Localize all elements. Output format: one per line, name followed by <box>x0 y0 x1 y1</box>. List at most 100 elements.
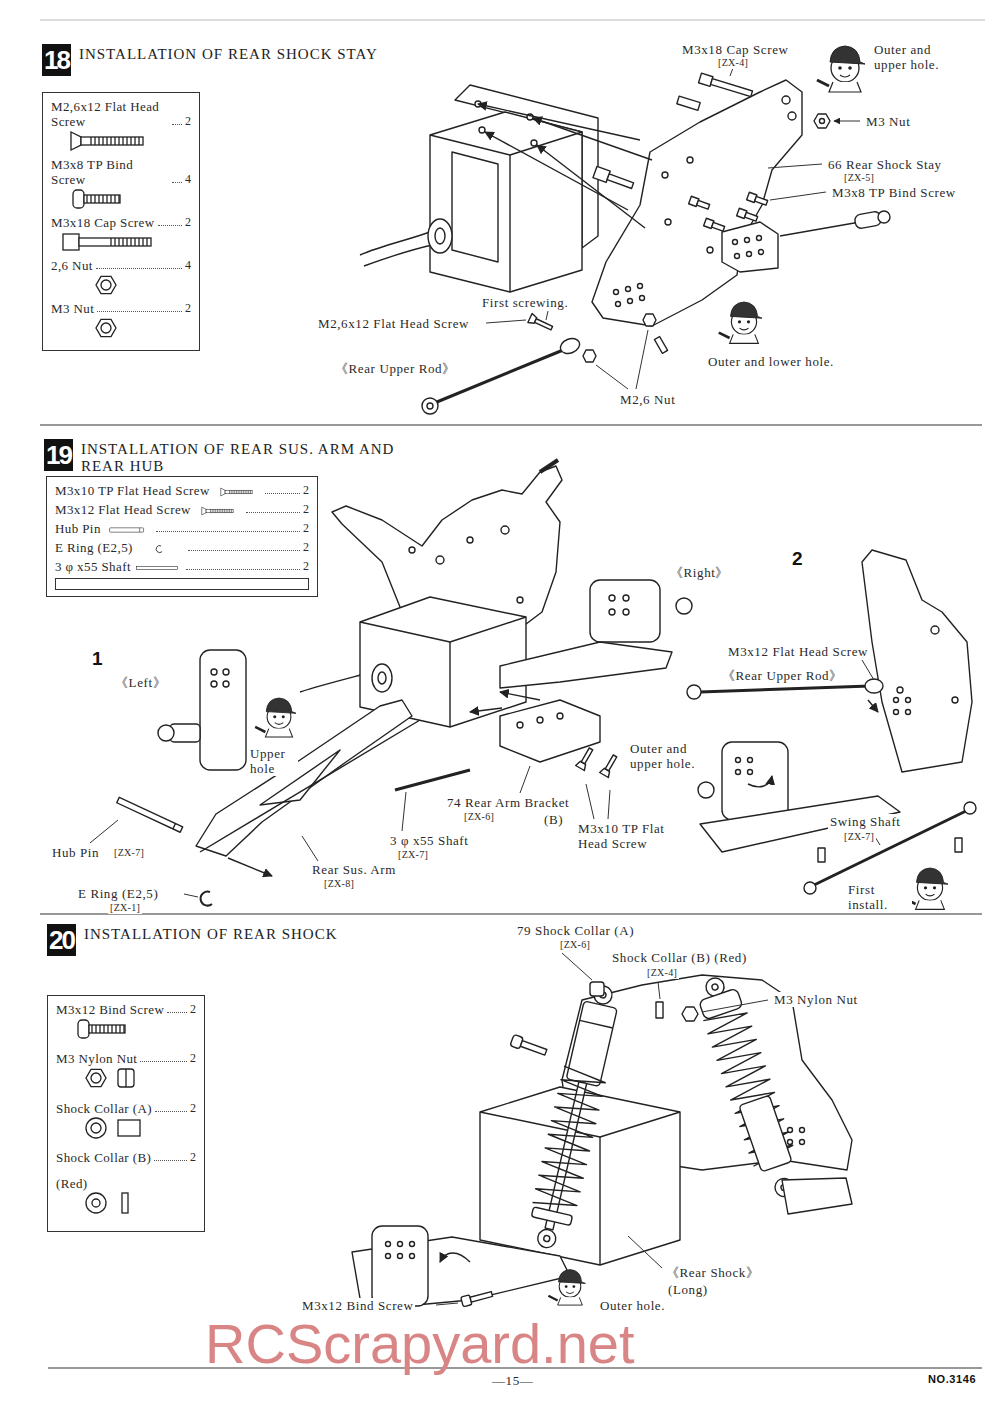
drawing-stroke <box>90 820 118 843</box>
drawing-stroke <box>834 121 860 122</box>
part-count: 2 <box>190 1002 196 1017</box>
parts-line: M3x10 TP Flat Head Screw 2 <box>55 483 309 498</box>
drawing-stroke <box>623 595 629 601</box>
drawing-stroke <box>533 1066 607 1212</box>
thread-mark <box>239 490 240 493</box>
drawing-stroke <box>546 311 548 320</box>
icon-holder <box>56 1066 196 1090</box>
mascot <box>548 1270 585 1306</box>
drawing-stroke <box>698 782 714 798</box>
parts-row: Shock Collar (A)2 <box>56 1101 196 1140</box>
drawing-stroke <box>865 679 883 693</box>
drawing-stroke <box>616 302 621 307</box>
drawing-stroke <box>707 247 713 253</box>
part-icon-shape <box>139 528 140 532</box>
part-name: 2,6 Nut <box>51 258 93 273</box>
empty-bar <box>55 578 309 590</box>
drawing-stroke <box>440 1253 470 1262</box>
thread-mark <box>111 1025 112 1033</box>
icon-holder <box>56 1116 196 1140</box>
part-icon <box>56 1191 166 1215</box>
thread-mark <box>126 238 127 246</box>
drawing-stroke <box>676 598 692 614</box>
thread-mark <box>246 490 247 493</box>
drawing-stroke <box>517 597 523 603</box>
drawing-stroke <box>800 1140 805 1145</box>
part-icon <box>51 129 161 153</box>
drawing-stroke <box>820 119 825 124</box>
part-label: E Ring (E2,5) <box>76 886 160 901</box>
part-label: [ZX-8] <box>322 878 356 890</box>
drawing-stroke <box>878 211 890 223</box>
part-label: Outer hole. <box>598 1298 667 1313</box>
part-count: 2 <box>303 483 309 498</box>
part-count: 4 <box>185 172 191 187</box>
drawing-stroke <box>402 792 406 831</box>
drawing-stroke <box>501 526 509 534</box>
drawing-stroke <box>640 296 645 301</box>
drawing-stroke <box>558 336 582 356</box>
thread-mark <box>250 490 251 493</box>
drawing-stroke <box>40 424 982 425</box>
drawing-stroke <box>500 642 672 688</box>
drawing-stroke <box>528 313 554 332</box>
drawing-stroke <box>759 250 764 255</box>
part-name: (Red) <box>56 1176 88 1191</box>
part-icon <box>135 543 183 555</box>
thread-mark <box>244 490 245 493</box>
drawing-stroke <box>452 152 498 262</box>
drawing-stroke <box>435 228 445 244</box>
dot-leader <box>265 493 300 494</box>
drawing-stroke <box>687 685 701 699</box>
icon-holder <box>51 316 191 340</box>
drawing-stroke <box>430 112 582 292</box>
part-count: 2 <box>185 301 191 316</box>
drawing-stroke <box>643 314 656 326</box>
part-label: M3 Nylon Nut <box>772 992 860 1007</box>
drawing-stroke <box>520 766 530 793</box>
part-name: E Ring (E2,5) <box>55 540 133 555</box>
part-label: Outer and upper hole. <box>628 741 708 771</box>
drawing-stroke <box>608 790 610 819</box>
part-icon-shape <box>109 528 143 532</box>
part-label: 3 φ x55 Shaft <box>388 833 471 848</box>
drawing-stroke <box>614 290 619 295</box>
drawing-stroke <box>735 254 740 259</box>
drawing-stroke <box>818 848 825 862</box>
part-icon-shape <box>78 1020 89 1038</box>
thread-mark <box>229 490 230 493</box>
drawing-stroke <box>687 157 693 163</box>
drawing-stroke <box>478 104 640 140</box>
thread-mark <box>99 1025 100 1033</box>
step20-illustration <box>352 971 852 1310</box>
drawing-stroke <box>788 1140 793 1145</box>
part-label: 《Left》 <box>113 675 168 690</box>
drawing-stroke <box>768 164 822 168</box>
part-icon-shape <box>86 1070 106 1087</box>
thread-mark <box>237 490 238 493</box>
part-icon <box>51 273 161 297</box>
dot-leader <box>246 512 300 513</box>
part-icon-shape <box>91 1073 101 1083</box>
drawing-stroke <box>906 710 911 715</box>
parts-line: E Ring (E2,5)2 <box>55 540 309 555</box>
drawing-stroke <box>711 983 719 991</box>
parts-line: M3 Nut2 <box>51 301 191 316</box>
thread-mark <box>119 1025 120 1033</box>
parts-row: 3 φ x55 Shaft2 <box>55 559 309 574</box>
drawing-stroke <box>590 982 604 996</box>
drawing-stroke <box>737 208 759 222</box>
drawing-stroke <box>733 240 738 245</box>
drawing-stroke <box>200 720 420 852</box>
part-icon-shape <box>101 323 111 333</box>
part-label: 《Rear Upper Rod》 <box>333 361 458 376</box>
drawing-stroke <box>658 982 660 999</box>
part-name: M3x10 TP Flat Head Screw <box>55 483 210 498</box>
drawing-stroke <box>428 219 452 253</box>
part-label: (B) <box>542 812 565 827</box>
drawing-stroke <box>386 1254 391 1259</box>
drawing-stroke <box>609 609 615 615</box>
part-label: First install. <box>846 882 912 912</box>
thread-mark <box>231 509 232 512</box>
part-icon <box>212 486 260 498</box>
